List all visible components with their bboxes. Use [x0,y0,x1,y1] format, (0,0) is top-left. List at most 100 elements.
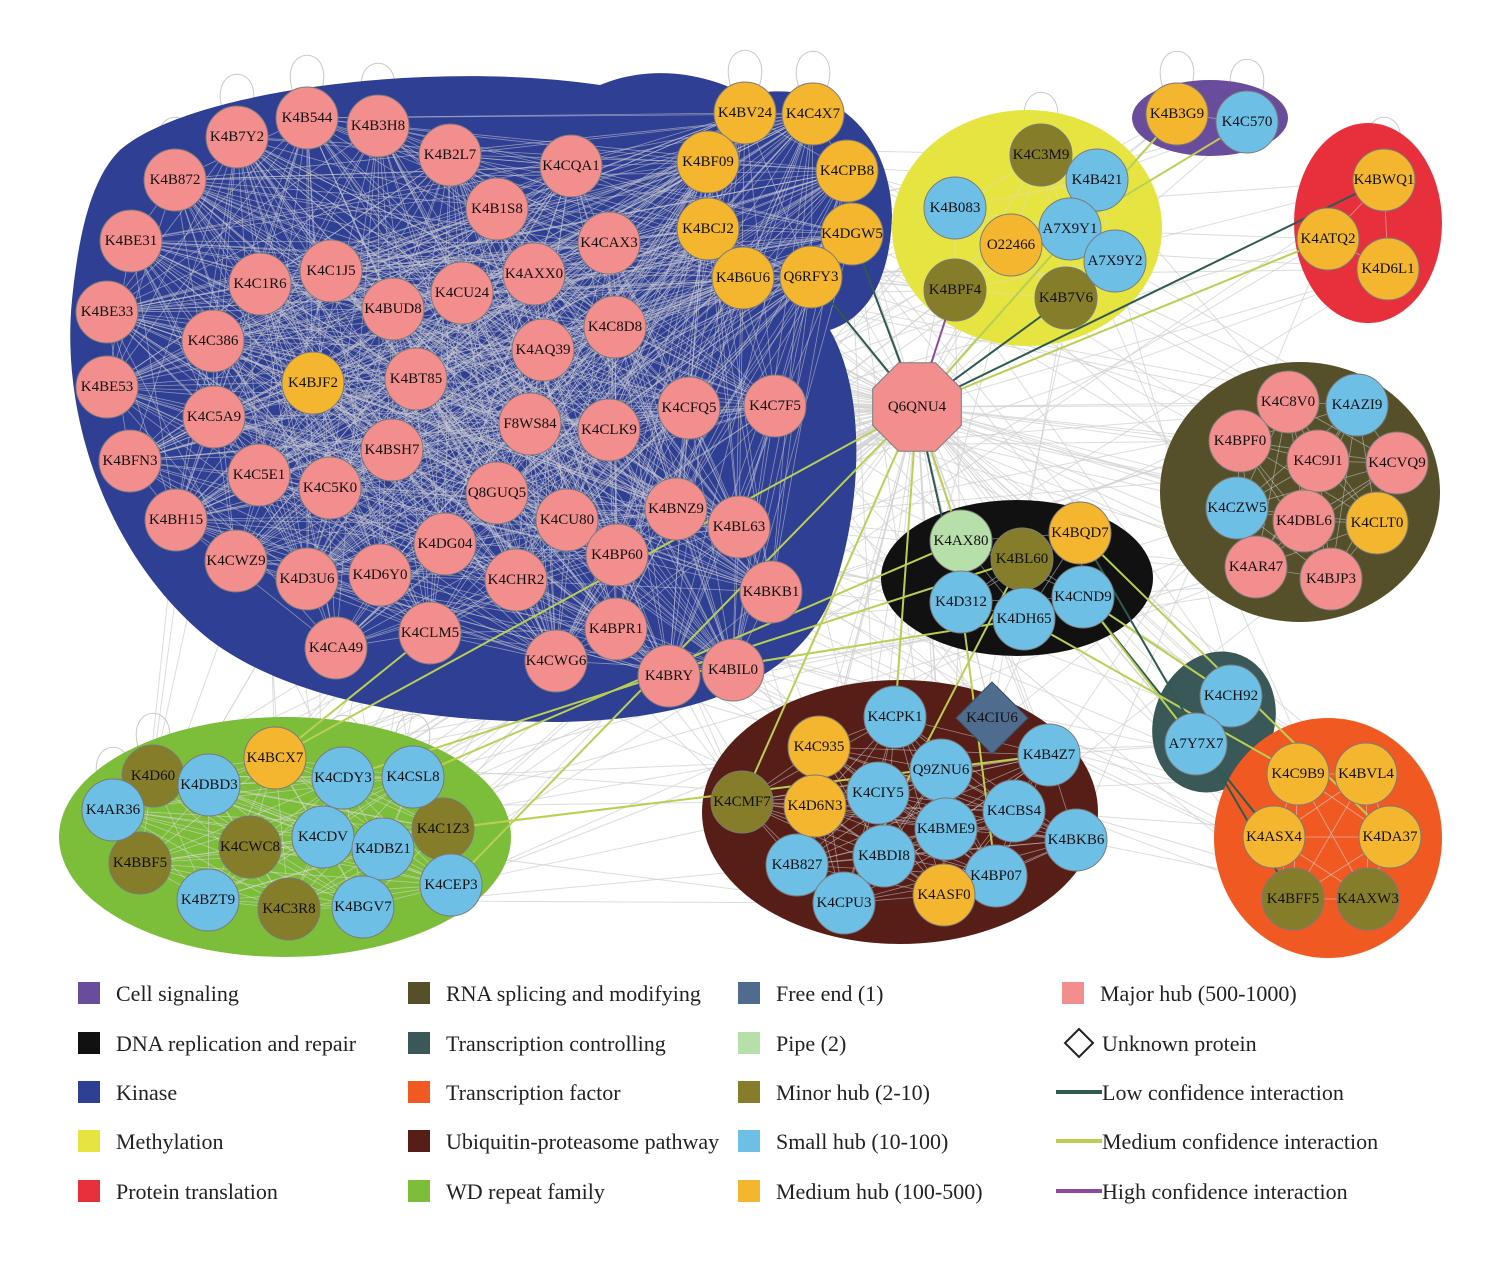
node[interactable]: K4C570 [1215,90,1279,154]
node[interactable]: K4BCX7 [243,726,307,790]
node[interactable]: K4BCJ2 [676,197,740,261]
node[interactable]: K4CU80 [535,488,599,552]
node[interactable]: K4ASF0 [912,863,976,927]
node[interactable]: K4CFQ5 [657,376,721,440]
node[interactable]: K4B083 [923,176,987,240]
node[interactable]: K4DBZ1 [351,817,415,881]
node[interactable]: K4CH92 [1199,664,1263,728]
node[interactable]: K4CLK9 [577,398,641,462]
node[interactable]: K4B827 [765,833,829,897]
node[interactable]: K4AZI9 [1325,373,1389,437]
node[interactable]: K4C935 [787,715,851,779]
node[interactable]: K4B4Z7 [1017,723,1081,787]
node[interactable]: A7X9Y1 [1038,197,1102,261]
node[interactable]: K4B1S8 [465,177,529,241]
node[interactable]: K4BBF5 [108,831,172,895]
node[interactable]: K4ASX4 [1242,805,1306,869]
node[interactable]: K4B3H8 [346,94,410,158]
node[interactable]: K4C9B9 [1266,742,1330,806]
node[interactable]: K4CSL8 [381,745,445,809]
node[interactable]: K4BP60 [585,523,649,587]
node[interactable]: K4CAX3 [577,211,641,275]
node[interactable]: K4D6Y0 [348,543,412,607]
node[interactable]: K4BE33 [75,280,139,344]
unknown-node[interactable]: K4CIU6 [955,681,1029,755]
node[interactable]: K4CA49 [304,616,368,680]
node[interactable]: K4BZT9 [176,868,240,932]
node[interactable]: O22466 [979,213,1043,277]
node[interactable]: K4BH15 [144,488,208,552]
node[interactable]: Q8GUQ5 [465,461,529,525]
node[interactable]: K4BRY [637,644,701,708]
node[interactable]: K4CZW5 [1205,476,1269,540]
node[interactable]: K4B872 [143,148,207,212]
node[interactable]: K4CQA1 [539,134,603,198]
node[interactable]: K4BKB6 [1044,808,1108,872]
node[interactable]: K4C1R6 [228,252,292,316]
node[interactable]: K4BME9 [914,797,978,861]
node[interactable]: K4BF09 [676,130,740,194]
node[interactable]: K4BUD8 [361,277,425,341]
node[interactable]: K4C8D8 [583,295,647,359]
node[interactable]: K4BL63 [707,495,771,559]
node[interactable]: K4BWQ1 [1352,148,1416,212]
node[interactable]: K4BQD7 [1048,501,1112,565]
node[interactable]: K4DH65 [992,587,1056,651]
node[interactable]: Q6RFY3 [779,245,843,309]
node[interactable]: K4BVL4 [1334,742,1398,806]
node[interactable]: K4BFN3 [98,429,162,493]
node[interactable]: K4C3M9 [1009,123,1073,187]
node[interactable]: K4AR36 [81,778,145,842]
node[interactable]: K4DBL6 [1272,489,1336,553]
node[interactable]: K4B7V6 [1034,266,1098,330]
node[interactable]: K4B3G9 [1145,82,1209,146]
node[interactable]: K4D312 [929,570,993,634]
node[interactable]: K4DGW5 [820,202,884,266]
node[interactable]: K4C5A9 [182,385,246,449]
node[interactable]: K4BV24 [713,81,777,145]
node[interactable]: K4AXW3 [1336,867,1400,931]
node[interactable]: K4CLT0 [1345,491,1409,555]
node[interactable]: K4B2L7 [418,123,482,187]
node[interactable]: K4BT85 [384,347,448,411]
node[interactable]: K4C1Z3 [411,797,475,861]
node[interactable]: K4BE31 [99,209,163,273]
node[interactable]: K4DBD3 [177,753,241,817]
node[interactable]: K4C8V0 [1256,370,1320,434]
node[interactable]: K4CEP3 [419,853,483,917]
node[interactable]: K4D6L1 [1356,237,1420,301]
node[interactable]: K4BPR1 [584,597,648,661]
node[interactable]: K4C9J1 [1286,429,1350,493]
node[interactable]: K4BP07 [964,844,1028,908]
node[interactable]: K4AXX0 [502,242,566,306]
node[interactable]: K4C3R8 [257,877,321,941]
node[interactable]: K4DG04 [413,512,477,576]
node[interactable]: K4CDV [291,805,355,869]
node[interactable]: K4B6U6 [711,246,775,310]
node[interactable]: K4CND9 [1051,565,1115,629]
center-node[interactable]: Q6QNU4 [872,362,962,452]
node[interactable]: K4C7F5 [743,374,807,438]
node[interactable]: K4CBS4 [982,779,1046,843]
node[interactable]: K4C1J5 [299,239,363,303]
node[interactable]: K4C5E1 [227,443,291,507]
node[interactable]: K4BJF2 [281,351,345,415]
node[interactable]: K4CDY3 [311,746,375,810]
node[interactable]: K4BE53 [75,355,139,419]
node[interactable]: K4CPU3 [812,871,876,935]
node[interactable]: K4CLM5 [398,601,462,665]
node[interactable]: K4CHR2 [484,548,548,612]
node[interactable]: K4B7Y2 [205,105,269,169]
node[interactable]: A7X9Y2 [1083,229,1147,293]
node[interactable]: K4AR47 [1224,535,1288,599]
node[interactable]: K4BL60 [990,527,1054,591]
node[interactable]: K4BFF5 [1261,867,1325,931]
node[interactable]: K4AX80 [929,509,993,573]
node[interactable]: K4CMF7 [710,770,774,834]
node[interactable]: K4B421 [1065,148,1129,212]
node[interactable]: K4BSH7 [360,418,424,482]
node[interactable]: K4DA37 [1358,805,1422,869]
node[interactable]: F8WS84 [498,392,562,456]
node[interactable]: K4BGV7 [331,875,395,939]
node[interactable]: K4C5K0 [298,456,362,520]
